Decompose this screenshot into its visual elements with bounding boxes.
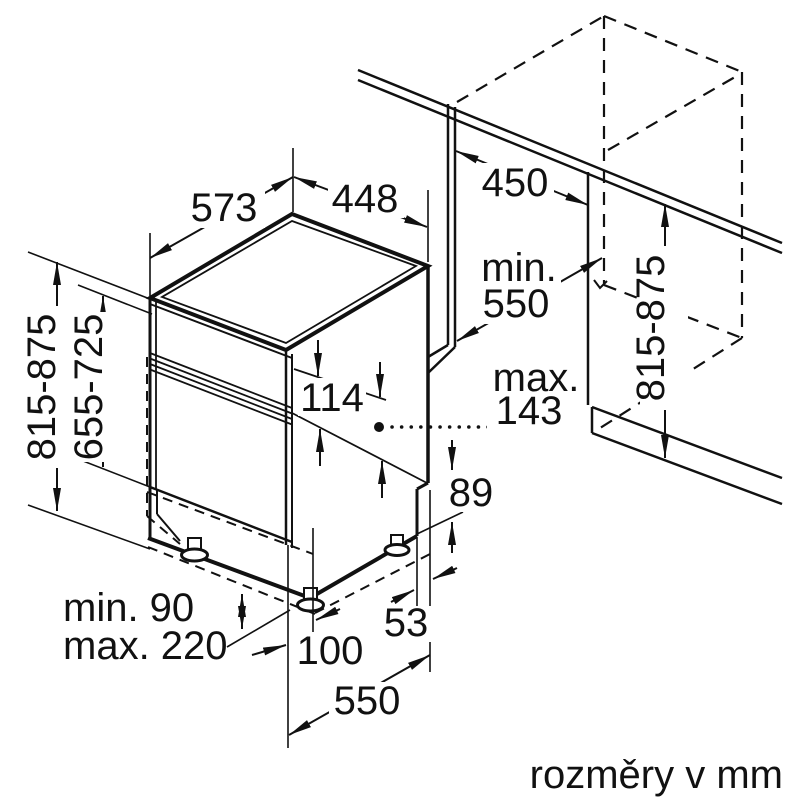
dim-top-depth-label: 573 <box>191 186 258 230</box>
dimension-labels: 573 448 450 min. 550 max. 143 114 89 53 … <box>20 161 783 797</box>
dim-niche-depth-label-value: 550 <box>483 282 550 326</box>
dim-top-width-label: 448 <box>332 177 399 221</box>
dim-door-panel-height-label: 655-725 <box>67 314 111 461</box>
dishwasher-body <box>145 211 464 613</box>
dim-appliance-depth-label: 550 <box>334 679 401 723</box>
dim-hinge-label-value: 143 <box>496 389 563 433</box>
dim-niche-height-right-label: 815-875 <box>629 255 673 402</box>
dim-niche-depth-label-min: min. <box>481 246 557 290</box>
dim-base-step-label: 89 <box>449 471 494 515</box>
side-panel <box>427 104 457 374</box>
niche-cabinet-dashed-outline <box>456 14 744 431</box>
dim-hinge-label-max: max. <box>493 356 580 400</box>
plinth-hidden-dashed-lines <box>146 357 431 615</box>
door-handle-groove <box>149 352 293 426</box>
floor <box>590 405 783 506</box>
door-bottom-edge <box>149 485 293 544</box>
dim-plinth-min-label: min. 90 <box>63 586 194 630</box>
adjustable-foot-side <box>383 534 411 557</box>
dim-niche-width-label: 450 <box>482 161 549 205</box>
top-rim-inner <box>159 220 419 344</box>
dim-door-bottom-gap-label: 53 <box>384 601 429 645</box>
dim-plinth-recess-label: 100 <box>297 629 364 673</box>
units-note: rozměry v mm <box>530 753 783 797</box>
dim-plinth-max-label: max. 220 <box>63 624 228 668</box>
dim-niche-height-left-label: 815-875 <box>20 314 64 461</box>
dim-door-overlap-label: 114 <box>300 376 364 420</box>
adjustable-foot-left <box>180 537 209 563</box>
